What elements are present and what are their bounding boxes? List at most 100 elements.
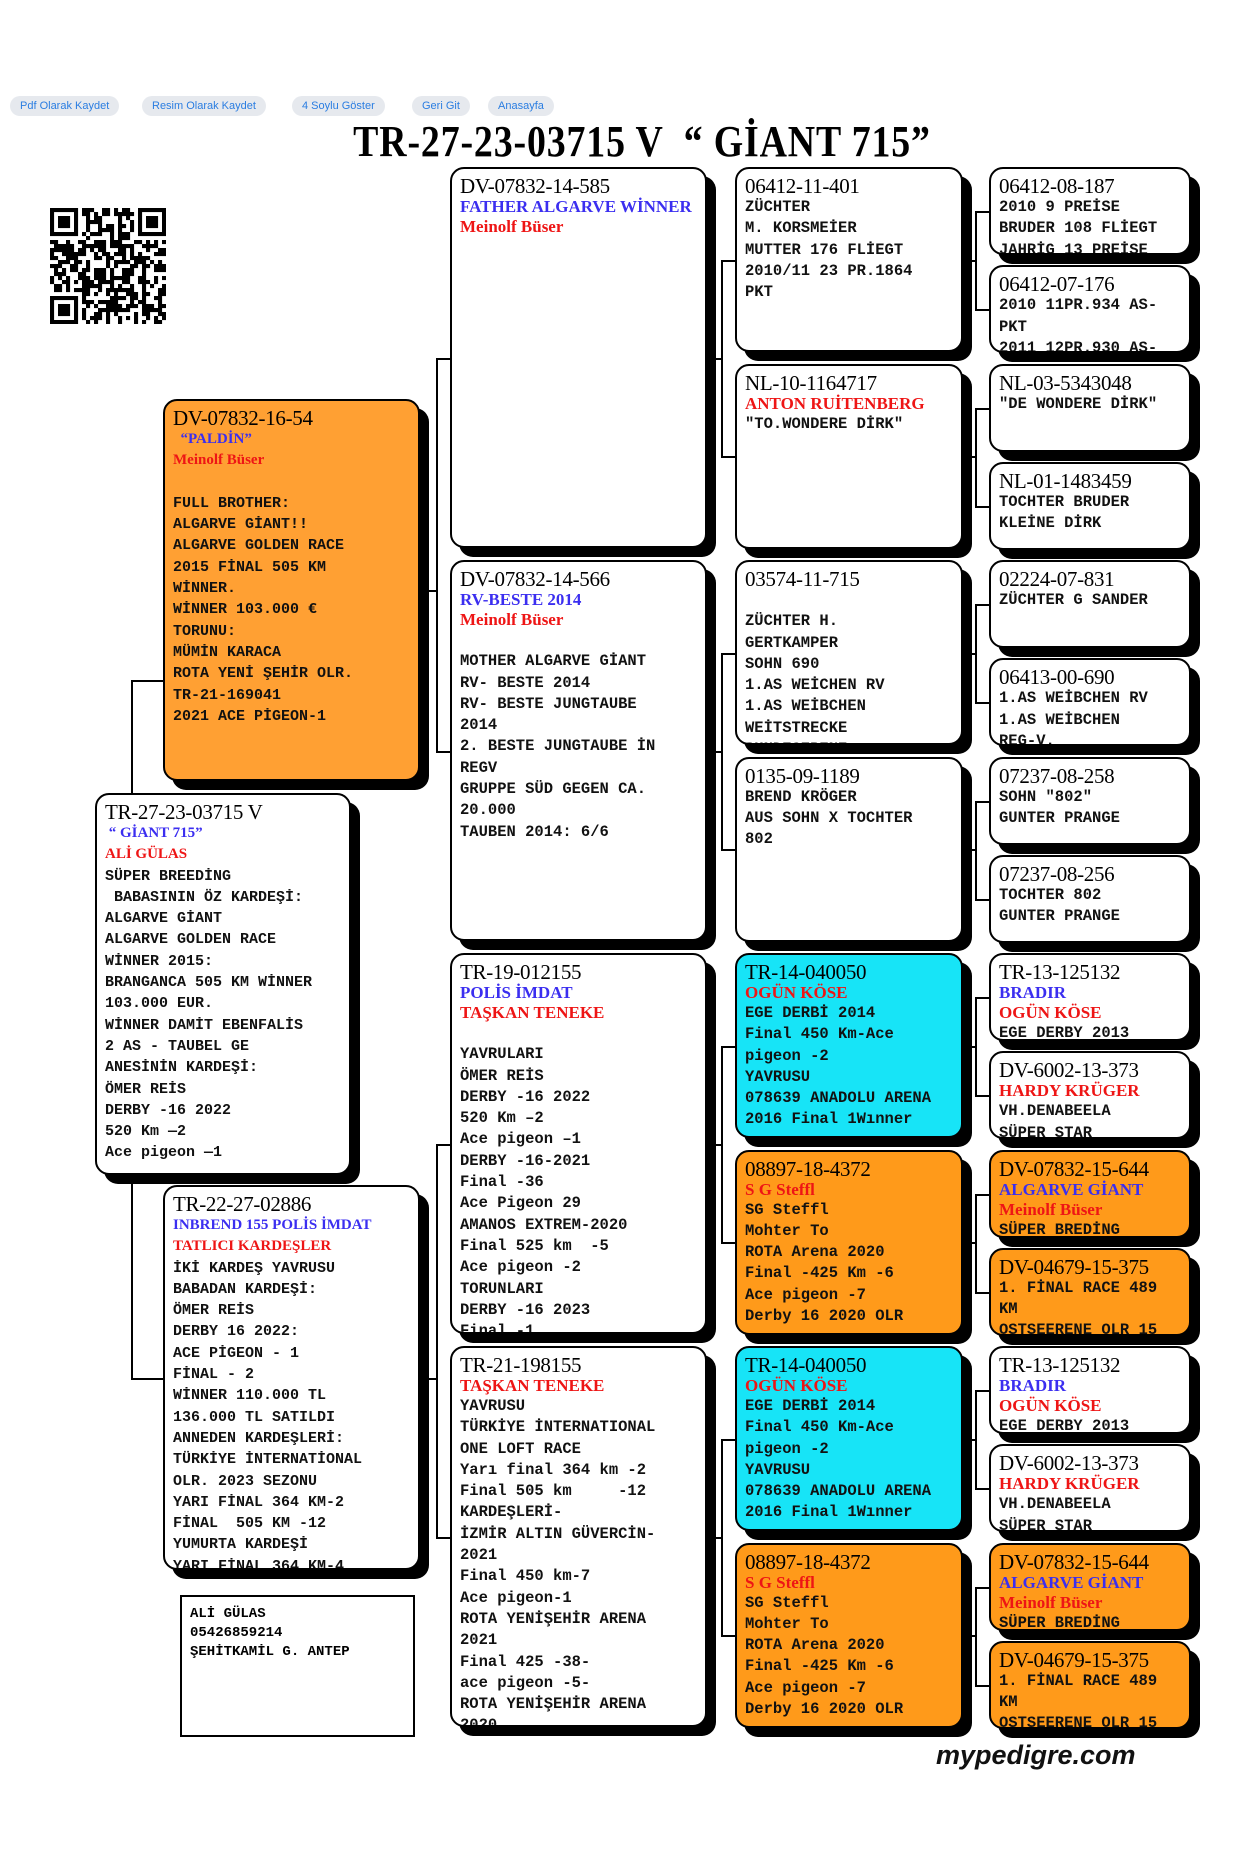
qr-module	[154, 268, 159, 273]
home-button[interactable]: Anasayfa	[488, 96, 554, 116]
qr-module	[62, 260, 67, 265]
qr-module	[106, 212, 111, 217]
qr-module	[98, 272, 103, 277]
qr-module	[146, 312, 151, 317]
qr-module	[54, 268, 59, 273]
show-4-generations-button[interactable]: 4 Soylu Göster	[292, 96, 385, 116]
qr-module	[118, 224, 123, 229]
qr-module	[154, 220, 159, 225]
qr-module	[94, 316, 99, 321]
info-line: PKT	[999, 317, 1027, 336]
info-line: ÖMER REİS	[173, 1302, 255, 1320]
qr-module	[162, 224, 166, 229]
qr-module	[114, 288, 119, 293]
back-button[interactable]: Geri Git	[412, 96, 470, 116]
info-line: 1.AS WEİBCHEN	[745, 697, 866, 716]
info-line: Final 525 km -5	[460, 1236, 609, 1255]
info-line: ALGARVE GOLDEN RACE	[105, 931, 277, 949]
qr-module	[62, 312, 67, 317]
qr-module	[130, 272, 135, 277]
qr-module	[118, 316, 123, 321]
connector-line	[972, 259, 977, 262]
save-pdf-button[interactable]: Pdf Olarak Kaydet	[10, 96, 120, 116]
qr-module	[158, 300, 163, 305]
qr-module	[66, 284, 71, 289]
connector-line	[972, 1438, 977, 1441]
qr-module	[110, 228, 115, 233]
ring-number: 06413-00-690	[999, 665, 1115, 690]
qr-module	[58, 244, 63, 249]
ring-number: 07237-08-256	[999, 861, 1115, 886]
connector-line	[721, 849, 735, 851]
qr-module	[58, 296, 63, 301]
connector-line	[972, 1045, 977, 1048]
gen4-card[interactable]: NL-03-5343048"DE WONDERE DİRK"	[989, 363, 1191, 452]
connector-line	[716, 357, 723, 360]
save-image-button[interactable]: Resim Olarak Kaydet	[142, 96, 266, 116]
info-line: ROTA YENİ ŞEHİR OLR.	[173, 665, 354, 683]
qr-module	[162, 316, 166, 321]
qr-module	[110, 272, 115, 277]
qr-module	[162, 268, 166, 273]
qr-module	[154, 244, 159, 249]
qr-module	[106, 288, 111, 293]
site-logo[interactable]: mypedigre.com	[936, 1740, 1136, 1770]
qr-module	[54, 296, 59, 301]
connector-line	[131, 1175, 133, 1378]
connector-line	[975, 702, 989, 705]
qr-module	[122, 276, 127, 281]
pigeon-name: ALGARVE GİANT	[999, 1179, 1144, 1199]
qr-module	[118, 216, 123, 221]
info-line: 520 Km –2	[460, 1109, 544, 1128]
qr-module	[82, 208, 87, 213]
connector-line	[975, 1390, 989, 1392]
qr-module	[138, 280, 143, 285]
info-line: 2010/11 23 PR.1864	[745, 261, 913, 280]
info-line: FİNAL 505 KM -12	[173, 1515, 327, 1533]
info-line: MOTHER ALGARVE GİANT	[460, 652, 647, 671]
qr-module	[98, 316, 103, 321]
qr-module	[50, 264, 55, 269]
qr-module	[110, 280, 115, 285]
qr-module	[130, 300, 135, 305]
info-line: FİNAL - 2	[173, 1366, 255, 1384]
page-title: TR-27-23-03715 V “ GİANT 715”	[353, 117, 931, 166]
breeder-name: TATLICI KARDEŞLER	[173, 1238, 332, 1255]
qr-module	[118, 240, 123, 245]
qr-module	[74, 216, 79, 221]
breeder-name: HARDY KRÜGER	[999, 1474, 1140, 1494]
connector-line	[972, 456, 977, 458]
connector-line	[716, 750, 723, 753]
qr-module	[122, 248, 127, 253]
